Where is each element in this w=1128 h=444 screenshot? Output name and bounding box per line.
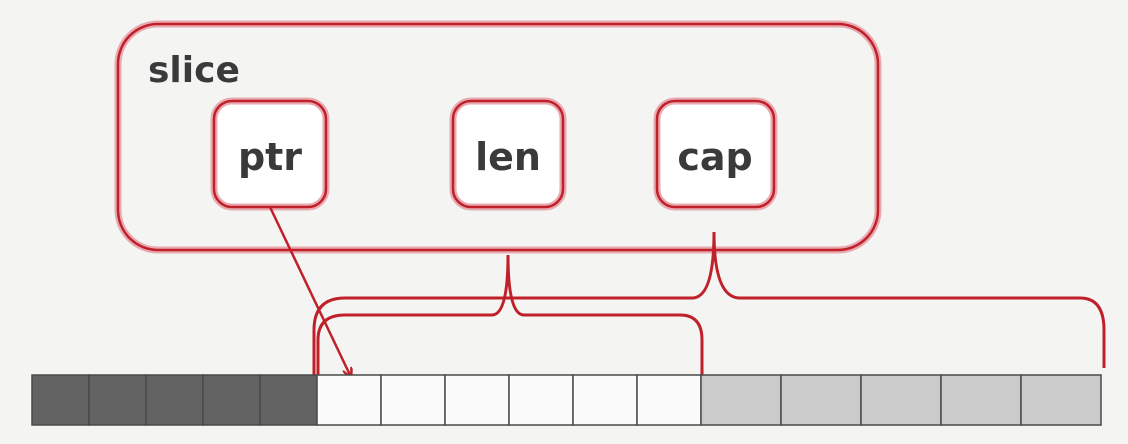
field-box-ptr: ptr: [210, 97, 330, 211]
backing-array: [31, 374, 1102, 426]
array-cell-in-cap: [940, 374, 1022, 426]
field-label-cap: cap: [677, 135, 752, 179]
array-cell-outside: [259, 374, 318, 426]
array-cell-outside: [202, 374, 261, 426]
field-box-cap: cap: [653, 97, 778, 211]
slice-title: slice: [148, 50, 240, 91]
array-cell-in-len: [572, 374, 638, 426]
field-label-ptr: ptr: [238, 135, 302, 179]
array-cell-in-len: [508, 374, 574, 426]
cap-brace: [312, 231, 1106, 375]
len-brace: [316, 254, 704, 375]
array-cell-in-cap: [700, 374, 782, 426]
array-cell-outside: [31, 374, 90, 426]
array-cell-in-cap: [780, 374, 862, 426]
ptr-arrow: [268, 206, 350, 375]
array-cell-outside: [88, 374, 147, 426]
array-cell-in-cap: [1020, 374, 1102, 426]
array-cell-in-cap: [860, 374, 942, 426]
array-cell-outside: [145, 374, 204, 426]
array-cell-in-len: [444, 374, 510, 426]
slice-struct-box: slice: [114, 20, 882, 254]
field-label-len: len: [475, 135, 541, 179]
array-cell-in-len: [380, 374, 446, 426]
array-cell-in-len: [316, 374, 382, 426]
field-box-len: len: [449, 97, 567, 211]
array-cell-in-len: [636, 374, 702, 426]
